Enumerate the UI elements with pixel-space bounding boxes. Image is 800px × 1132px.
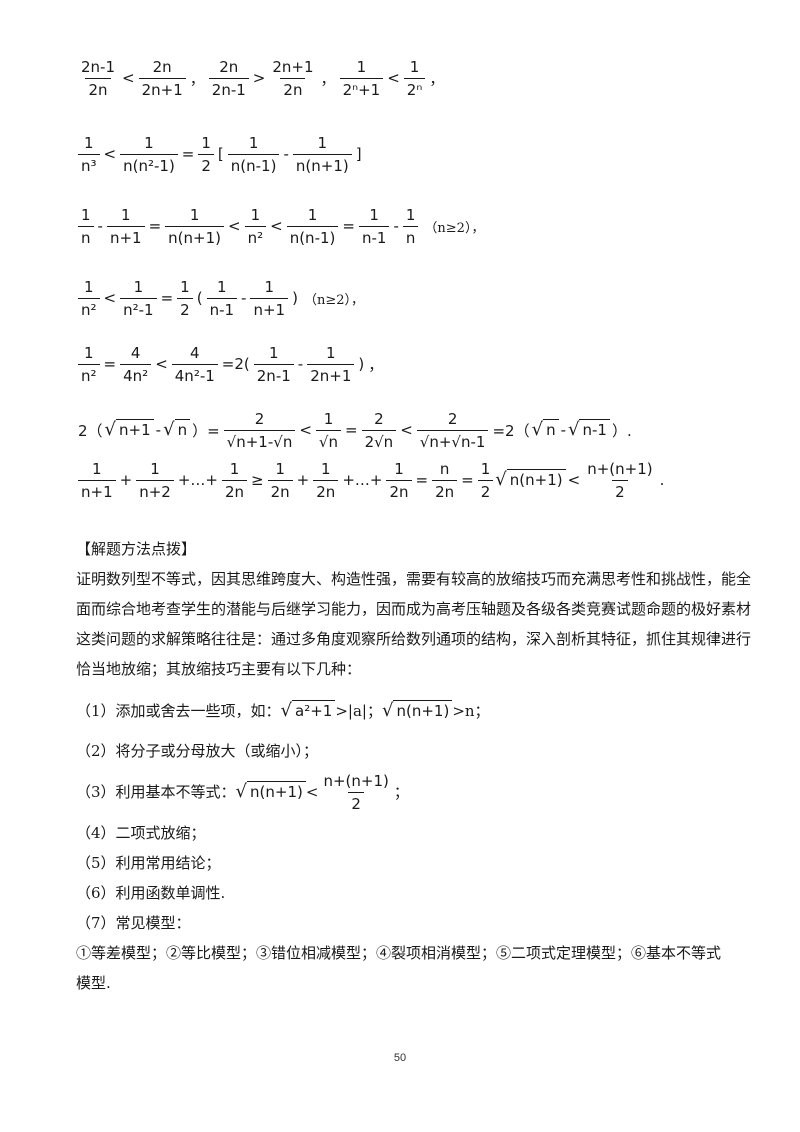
model-list-continued: 模型. <box>76 974 111 992</box>
square-root: √n(n+1) <box>382 700 453 722</box>
method-item-5: （5）利用常用结论； <box>76 854 221 872</box>
method-item-2: （2）将分子或分母放大（或缩小）； <box>76 742 319 760</box>
method-item-3: （3）利用基本不等式： √n(n+1) < n+(n+1)2 ； <box>76 771 409 813</box>
method-item-4: （4）二项式放缩； <box>76 824 206 842</box>
method-item-1: （1）添加或舍去一些项，如： √a²+1 >|a|； √n(n+1) >n； <box>76 700 490 722</box>
fraction: 2√n+√n-1 <box>416 410 489 451</box>
paragraph-line: 这类问题的求解策略往往是：通过多角度观察所给数列通项的结构，深入剖析其特征，抓住… <box>76 630 752 648</box>
square-root: √a²+1 <box>281 700 336 722</box>
method-item-7: （7）常见模型： <box>76 914 191 932</box>
square-root: √n <box>532 419 559 441</box>
condition-text: （n≥2）， <box>424 220 485 236</box>
fraction: 2√n+1-√n <box>223 410 296 451</box>
square-root: √n(n+1) <box>236 781 306 803</box>
fraction: n+(n+1)2 <box>323 771 389 813</box>
paragraph-line: 面而综合地考查学生的潜能与后继学习能力，因而成为高考压轴题及各级各类竞赛试题命题… <box>76 600 752 618</box>
method-item-6: （6）利用函数单调性. <box>76 884 226 902</box>
fraction: 1√n <box>315 410 341 451</box>
page-number: 50 <box>393 1052 407 1064</box>
condition-text: （n≥2）， <box>303 292 364 308</box>
square-root: √n-1 <box>568 419 610 441</box>
model-list: ①等差模型；②等比模型；③错位相减模型；④裂项相消模型；⑤二项式定理模型；⑥基本… <box>76 944 722 962</box>
square-root: √n <box>163 419 191 441</box>
square-root: √n+1 <box>105 419 154 441</box>
square-root: √n(n+1) <box>495 469 566 491</box>
paragraph-line: 恰当地放缩；其放缩技巧主要有以下几种： <box>76 660 362 678</box>
paragraph-line: 证明数列型不等式，因其思维跨度大、构造性强，需要有较高的放缩技巧而充满思考性和挑… <box>76 570 752 588</box>
fraction: n+(n+1)2 <box>587 459 653 501</box>
section-heading: 【解题方法点拨】 <box>76 540 197 558</box>
